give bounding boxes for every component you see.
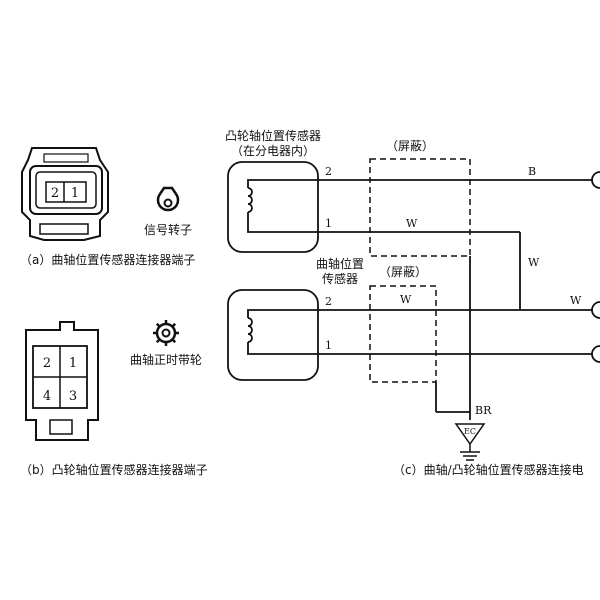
shield-top-box (369, 158, 471, 257)
crank-sensor-connector (21, 147, 109, 241)
cam-sensor-connector (25, 321, 99, 441)
crank-sensor-box (227, 289, 319, 381)
wire-color-w-top: W (406, 217, 418, 230)
terminal-w (591, 301, 600, 319)
ground-icon (454, 423, 486, 461)
caption-c: （c）曲轴/凸轮轴位置传感器连接电 (393, 462, 584, 477)
shield-bottom-label: （屏蔽） (379, 265, 427, 279)
crank-sensor-title: 曲轴位置 (316, 256, 364, 271)
cam-connector-pin-1: 1 (69, 356, 77, 371)
wire-color-b: B (528, 165, 536, 178)
cam-sensor-coil (247, 179, 318, 233)
terminal-lower (591, 345, 600, 363)
cam-sensor-subtitle: （在分电器内） (231, 144, 315, 158)
timing-pulley-label: 曲轴正时带轮 (130, 352, 202, 367)
crank-sensor-subtitle: 传感器 (322, 271, 358, 286)
crank-sensor-coil (247, 309, 318, 355)
wire-color-w-vertical: W (528, 256, 540, 269)
timing-pulley-icon (153, 320, 179, 346)
wire-color-w-right: W (570, 294, 582, 307)
cam-sensor-title: 凸轮轴位置传感器 (225, 128, 321, 143)
signal-rotor-icon (156, 186, 180, 212)
wire-color-w-crank: W (400, 293, 412, 306)
wire-color-br: BR (475, 404, 492, 417)
cam-pin-2: 2 (325, 165, 332, 178)
cam-connector-pin-4: 4 (43, 389, 51, 404)
terminal-b (591, 171, 600, 189)
cam-connector-pin-2: 2 (43, 356, 51, 371)
cam-pin-1: 1 (325, 217, 332, 230)
shield-top-label: （屏蔽） (386, 139, 434, 153)
wiring (318, 179, 592, 420)
crank-pin-2: 2 (325, 295, 332, 308)
shield-bottom-box (369, 285, 437, 383)
caption-b: （b）凸轮轴位置传感器连接器端子 (20, 462, 208, 477)
crank-connector-pin-2: 2 (51, 186, 59, 201)
signal-rotor-label: 信号转子 (144, 222, 192, 237)
crank-pin-1: 1 (325, 339, 332, 352)
crank-connector-pin-1: 1 (71, 186, 79, 201)
ground-label: EC (464, 427, 476, 436)
caption-a: （a）曲轴位置传感器连接器端子 (20, 252, 195, 267)
cam-connector-pin-3: 3 (69, 389, 77, 404)
cam-sensor-box (227, 161, 319, 253)
